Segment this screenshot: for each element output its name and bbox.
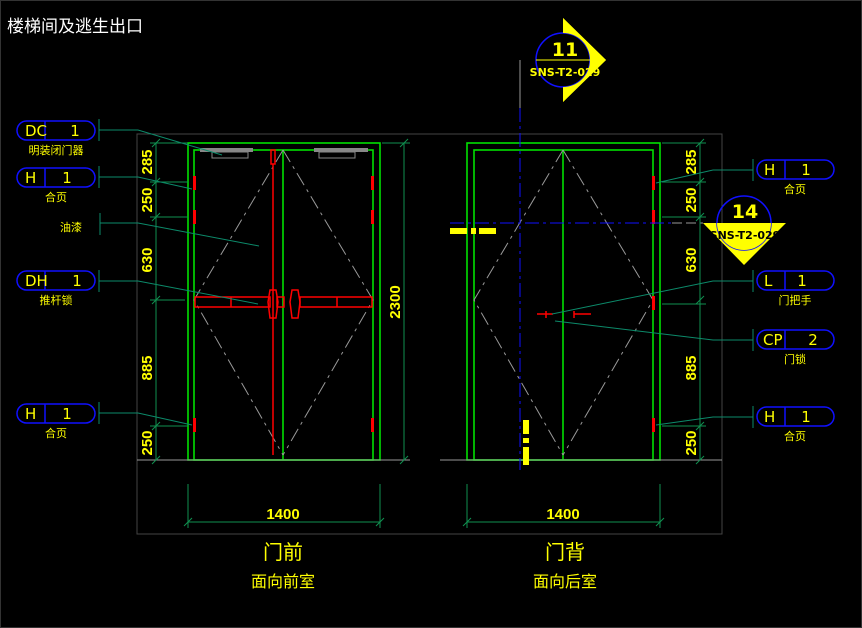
svg-text:1: 1 xyxy=(72,272,82,290)
callout-dc[interactable]: DC 1 明装闭门器 xyxy=(16,119,223,157)
right-vertical-dimensions: 285 250 630 885 250 xyxy=(662,138,706,465)
svg-text:合页: 合页 xyxy=(45,426,67,440)
svg-text:油漆: 油漆 xyxy=(60,220,82,234)
svg-text:1: 1 xyxy=(801,408,811,426)
hinge xyxy=(193,418,196,432)
callout-h-bottom-left[interactable]: H 1 合页 xyxy=(16,402,193,440)
hinge xyxy=(652,418,655,432)
drawing-title: 楼梯间及逃生出口 xyxy=(7,17,143,37)
bottom-width-dimensions: 1400 1400 xyxy=(183,484,665,528)
svg-text:1: 1 xyxy=(70,122,80,140)
svg-text:H: H xyxy=(25,405,36,423)
svg-text:1: 1 xyxy=(62,169,72,187)
svg-text:630: 630 xyxy=(139,247,156,272)
svg-text:H: H xyxy=(764,408,775,426)
view-title-front: 门前 xyxy=(263,540,303,564)
svg-text:H: H xyxy=(764,161,775,179)
door-handle xyxy=(537,311,591,318)
view-caption-front: 面向前室 xyxy=(251,572,315,591)
svg-text:合页: 合页 xyxy=(784,182,806,196)
svg-text:2: 2 xyxy=(808,331,818,349)
svg-text:250: 250 xyxy=(139,187,156,212)
section-marker-11[interactable]: 11 SNS-T2-029 xyxy=(530,18,606,102)
svg-text:H: H xyxy=(25,169,36,187)
svg-text:1: 1 xyxy=(801,161,811,179)
hinge xyxy=(652,176,655,190)
svg-text:885: 885 xyxy=(683,355,700,380)
hinge xyxy=(371,176,374,190)
svg-text:1: 1 xyxy=(797,272,807,290)
hinge xyxy=(193,176,196,190)
elevation-frame xyxy=(136,133,723,535)
svg-text:11: 11 xyxy=(552,39,578,61)
hinge xyxy=(652,296,655,310)
svg-text:SNS-T2-029: SNS-T2-029 xyxy=(530,66,601,79)
svg-text:1400: 1400 xyxy=(546,506,579,523)
svg-text:SNS-T2-029: SNS-T2-029 xyxy=(710,229,781,242)
svg-text:285: 285 xyxy=(139,149,156,174)
left-vertical-dimensions: 285 250 630 885 250 xyxy=(139,138,188,465)
callout-cp[interactable]: CP 2 门锁 xyxy=(554,320,835,366)
callout-l[interactable]: L 1 门把手 xyxy=(551,270,835,315)
door-back xyxy=(466,142,661,461)
svg-text:CP: CP xyxy=(763,331,783,349)
svg-text:885: 885 xyxy=(139,355,156,380)
svg-text:L: L xyxy=(764,272,773,290)
svg-text:1400: 1400 xyxy=(266,506,299,523)
hinge xyxy=(652,210,655,224)
svg-text:630: 630 xyxy=(683,247,700,272)
hinge xyxy=(371,210,374,224)
svg-text:合页: 合页 xyxy=(784,429,806,443)
panic-bar xyxy=(194,149,373,455)
svg-text:250: 250 xyxy=(683,187,700,212)
svg-text:明装闭门器: 明装闭门器 xyxy=(29,143,84,157)
svg-text:门锁: 门锁 xyxy=(784,352,806,366)
svg-text:DC: DC xyxy=(25,122,47,140)
svg-text:2300: 2300 xyxy=(387,285,404,318)
callout-h-top-left[interactable]: H 1 合页 xyxy=(16,166,193,204)
svg-text:推杆锁: 推杆锁 xyxy=(40,293,73,307)
hinge xyxy=(371,418,374,432)
callout-paint[interactable]: 油漆 xyxy=(60,213,260,247)
callout-h-top-right[interactable]: H 1 合页 xyxy=(655,159,835,196)
hinge xyxy=(193,210,196,224)
section-marker-14[interactable]: 14 SNS-T2-029 xyxy=(703,195,786,265)
door-closer xyxy=(200,148,253,152)
callout-h-bottom-right[interactable]: H 1 合页 xyxy=(655,406,835,443)
svg-text:14: 14 xyxy=(732,201,758,223)
svg-text:门把手: 门把手 xyxy=(779,293,812,307)
svg-text:285: 285 xyxy=(683,149,700,174)
overall-height-dimension: 2300 xyxy=(382,138,410,465)
view-caption-back: 面向后室 xyxy=(533,572,597,591)
svg-text:DH: DH xyxy=(25,272,48,290)
door-front xyxy=(187,142,381,461)
svg-text:250: 250 xyxy=(139,430,156,455)
svg-text:1: 1 xyxy=(62,405,72,423)
view-title-back: 门背 xyxy=(545,540,585,564)
door-closer xyxy=(314,148,368,152)
svg-text:合页: 合页 xyxy=(45,190,67,204)
svg-text:250: 250 xyxy=(683,430,700,455)
callout-dh[interactable]: DH 1 推杆锁 xyxy=(16,270,259,307)
